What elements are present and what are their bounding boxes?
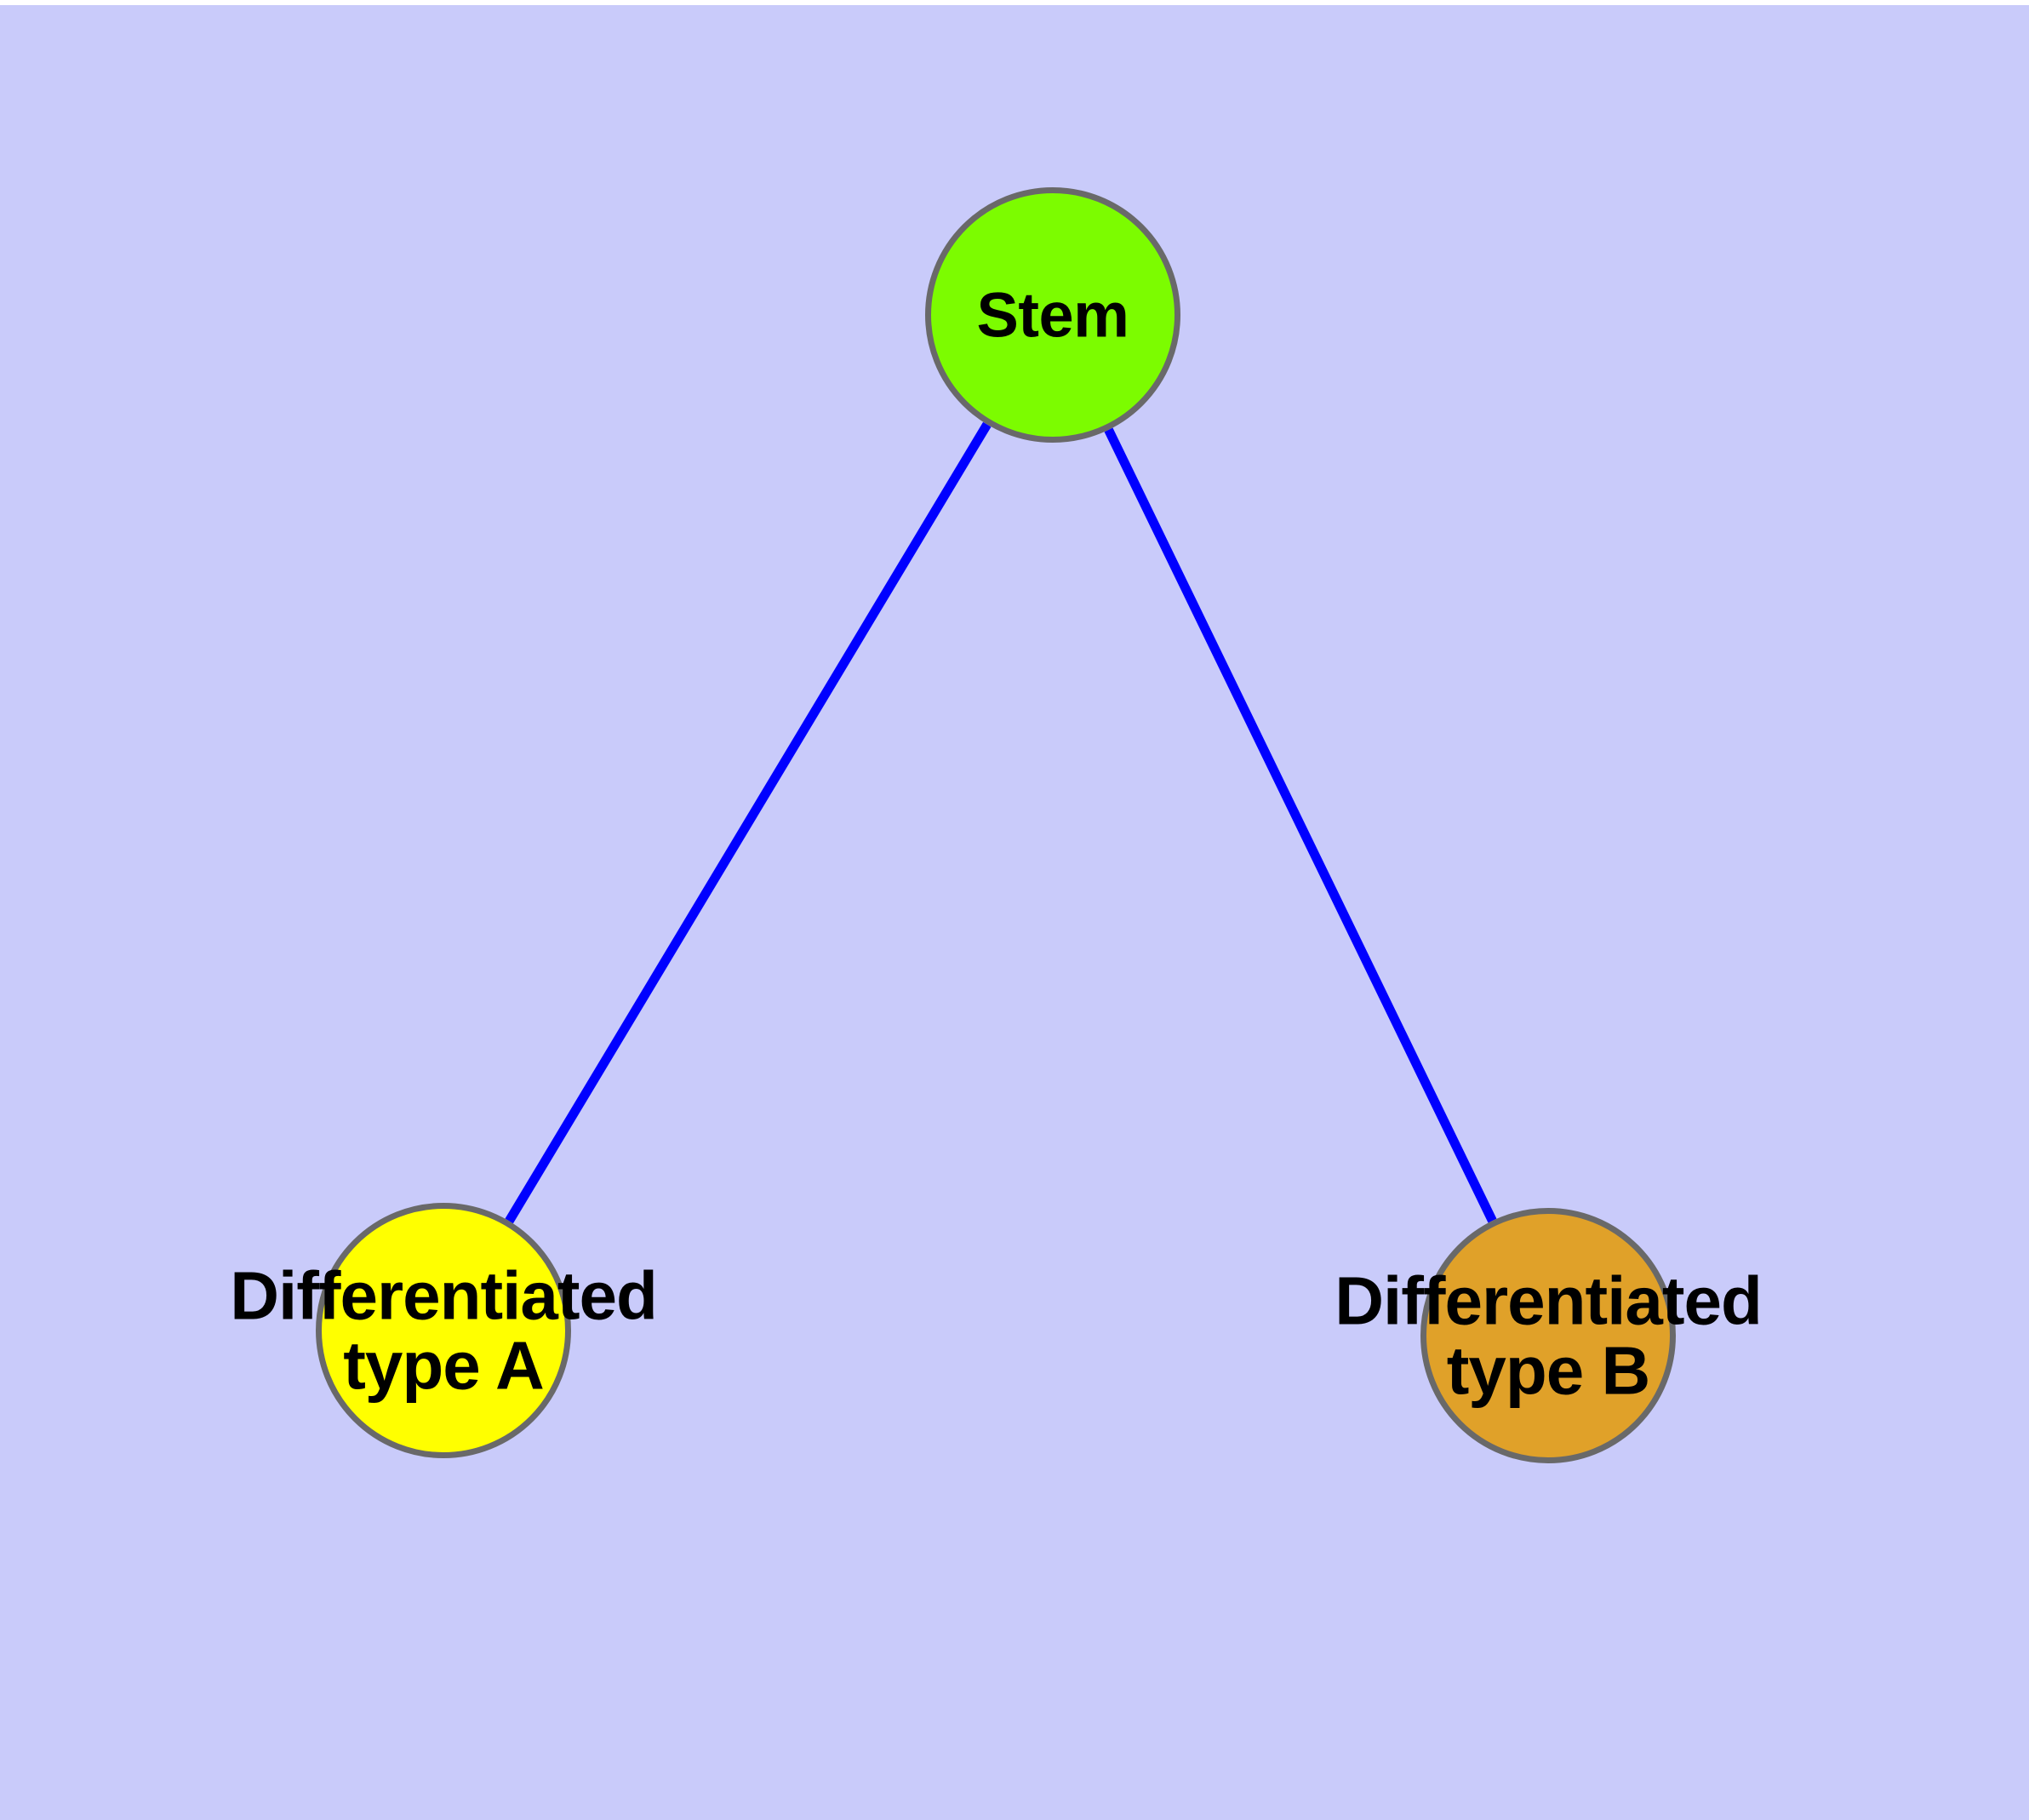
nodes-group [316, 187, 1676, 1463]
graph-edge-stem-to-diff-b [1104, 427, 1497, 1223]
graph-node-stem[interactable] [925, 187, 1180, 443]
graph-node-diff_a[interactable] [316, 1203, 571, 1458]
graph-node-diff_b[interactable] [1420, 1208, 1676, 1463]
graph-edge-stem-to-diff-a [505, 421, 992, 1224]
edges-group [505, 421, 1497, 1224]
